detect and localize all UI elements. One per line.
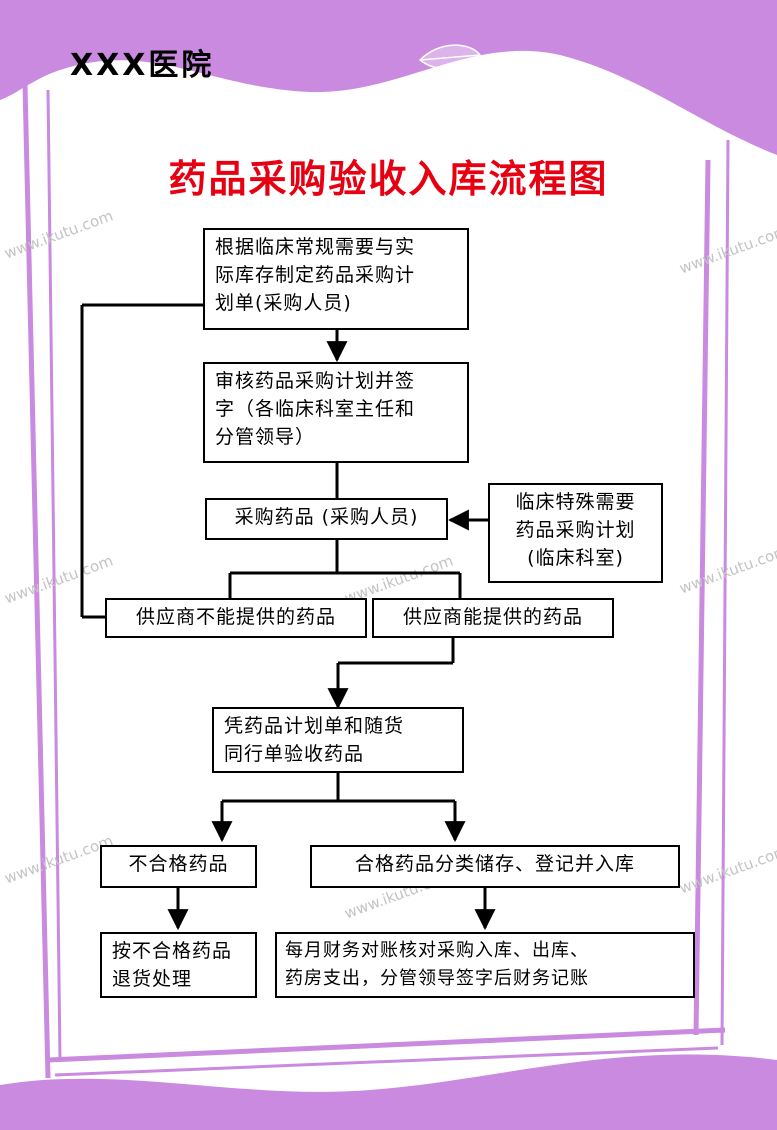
- step-plan: 根据临床常规需要与实 际库存制定药品采购计 划单(采购人员): [203, 228, 469, 330]
- step-review-line-2: 字（各临床科室主任和: [215, 398, 416, 420]
- top-wave: [0, 0, 777, 155]
- frame-line: [720, 139, 730, 1046]
- step-qualified: 合格药品分类储存、登记并入库: [310, 845, 680, 888]
- frame-line: [693, 159, 711, 1036]
- step-inspect-line-1: 凭药品计划单和随货: [224, 715, 405, 737]
- step-review-line-1: 审核药品采购计划并签: [215, 370, 416, 392]
- frame-line: [54, 1046, 719, 1077]
- step-inspect: 凭药品计划单和随货 同行单验收药品: [212, 707, 464, 773]
- step-can-supply-line-1: 供应商能提供的药品: [402, 606, 583, 628]
- bottom-wave: [0, 1054, 777, 1130]
- step-cannot-supply: 供应商不能提供的药品: [105, 598, 367, 638]
- step-reconcile-line-1: 每月财务对账核对采购入库、出库、: [285, 940, 589, 961]
- step-special-line-1: 临床特殊需要: [515, 491, 636, 513]
- step-return: 按不合格药品 退货处理: [100, 932, 257, 998]
- step-purchase: 采购药品 (采购人员): [205, 498, 448, 540]
- frame-line: [47, 1027, 726, 1063]
- step-reconcile-line-2: 药房支出，分管领导签字后财务记账: [285, 968, 589, 989]
- step-cannot-supply-line-1: 供应商不能提供的药品: [135, 606, 336, 628]
- step-unqualified-line-1: 不合格药品: [128, 853, 229, 875]
- step-can-supply: 供应商能提供的药品: [372, 598, 614, 638]
- step-special-line-3: (临床科室): [527, 547, 624, 569]
- step-review: 审核药品采购计划并签 字（各临床科室主任和 分管领导）: [203, 362, 469, 463]
- poster-title: 药品采购验收入库流程图: [168, 157, 609, 201]
- hospital-name: XXX医院: [70, 48, 215, 83]
- step-special-plan: 临床特殊需要 药品采购计划 (临床科室): [488, 483, 663, 583]
- step-plan-line-3: 划单(采购人员): [215, 292, 352, 314]
- step-special-line-2: 药品采购计划: [515, 519, 636, 541]
- frame-line: [46, 89, 62, 1061]
- leaf-icon: [418, 44, 524, 136]
- step-unqualified: 不合格药品: [100, 845, 257, 888]
- step-return-line-1: 按不合格药品: [112, 940, 233, 962]
- step-inspect-line-2: 同行单验收药品: [224, 743, 365, 765]
- step-plan-line-2: 际库存制定药品采购计: [215, 264, 416, 286]
- step-qualified-line-1: 合格药品分类储存、登记并入库: [354, 853, 635, 875]
- step-purchase-line-1: 采购药品 (采购人员): [234, 506, 419, 528]
- step-return-line-2: 退货处理: [112, 968, 193, 990]
- step-reconcile: 每月财务对账核对采购入库、出库、 药房支出，分管领导签字后财务记账: [275, 932, 695, 998]
- step-review-line-3: 分管领导）: [215, 426, 316, 448]
- step-plan-line-1: 根据临床常规需要与实: [215, 236, 416, 258]
- frame-line: [22, 84, 51, 1079]
